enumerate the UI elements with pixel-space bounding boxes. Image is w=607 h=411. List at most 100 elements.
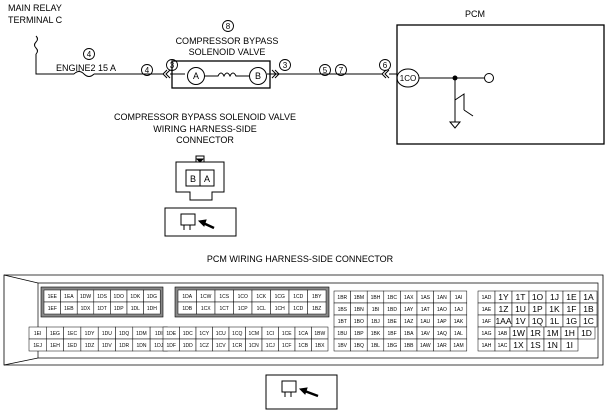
g6-pin-1c: 1C xyxy=(583,316,594,326)
g5-pin-1au: 1AU xyxy=(420,319,430,325)
valve-term-a-text: A xyxy=(193,71,199,81)
g6-pin-1f: 1F xyxy=(567,304,577,314)
g4-pin-1bx: 1BX xyxy=(315,343,325,349)
g4-pin-1cb: 1CB xyxy=(298,343,308,349)
g5-pin-1ax: 1AX xyxy=(404,295,414,301)
g4-pin-1cm: 1CM xyxy=(248,331,259,337)
g5-pin-1bu: 1BU xyxy=(337,331,347,337)
solenoid-coil-icon xyxy=(205,72,249,78)
g3-pin-1dn: 1DN xyxy=(136,343,146,349)
g4-pin-1bw: 1BW xyxy=(314,331,325,337)
g6-pin-1s: 1S xyxy=(530,340,541,350)
g5-pin-1al: 1AL xyxy=(454,331,463,337)
g6-pin-1z: 1Z xyxy=(499,304,509,314)
callout-4-top-text: 4 xyxy=(87,50,92,59)
g5-pin-1aq: 1AQ xyxy=(437,331,447,337)
g3-pin-1dv: 1DV xyxy=(102,343,112,349)
g4-pin-1cn: 1CN xyxy=(249,343,259,349)
g1-pin-1dx: 1DX xyxy=(81,306,91,312)
callout-4-wire-text: 4 xyxy=(145,66,150,75)
g2-pin-1da: 1DA xyxy=(182,294,192,300)
ground-symbol xyxy=(448,121,462,129)
g2-pin-1bz-cell xyxy=(307,301,327,315)
g5-pin-1bk: 1BK xyxy=(371,331,381,337)
connector-chevron-left-icon xyxy=(162,69,171,79)
g6-pin-1ad: 1AD xyxy=(482,295,492,301)
valve-terminal-b xyxy=(249,67,267,85)
valve-term-b-text: B xyxy=(255,71,261,81)
g5-pin-1ao: 1AO xyxy=(437,307,447,313)
main-relay-label: MAIN RELAY xyxy=(8,3,62,13)
g5-pin-1bj: 1BJ xyxy=(371,319,380,325)
callout-4-wire xyxy=(141,64,153,76)
callout-3-right xyxy=(279,59,291,71)
harness-label-line1: COMPRESSOR BYPASS SOLENOID VALVE xyxy=(113,112,297,122)
g3-pin-1ec: 1EC xyxy=(67,331,77,337)
g3-pin-1ei: 1EI xyxy=(34,331,42,337)
g5-pin-1bq: 1BQ xyxy=(354,343,364,349)
g6-pin-1u: 1U xyxy=(515,304,526,314)
callout-5-text: 5 xyxy=(323,66,328,75)
g6-pin-1l: 1L xyxy=(550,316,560,326)
g6-pin-1t: 1T xyxy=(516,292,526,302)
g3-pin-1di: 1DI xyxy=(155,331,163,337)
g6-pin-1w: 1W xyxy=(512,328,525,338)
g6-pin-1g: 1G xyxy=(566,316,577,326)
g4-pin-1bx-cell xyxy=(311,338,329,352)
g1-pin-1ea: 1EA xyxy=(64,294,74,300)
g1-pin-1eb: 1EB xyxy=(64,306,74,312)
g5-pin-1bi: 1BI xyxy=(372,307,380,313)
fuse-label: ENGINE2 15 A xyxy=(56,63,117,73)
pcm-connector-title: PCM WIRING HARNESS-SIDE CONNECTOR xyxy=(206,254,394,264)
g3-pin-1dz: 1DZ xyxy=(85,343,94,349)
g5-pin-1ai: 1AI xyxy=(455,295,463,301)
g5-pin-1ak: 1AK xyxy=(454,319,464,325)
g4-pin-1dc: 1DC xyxy=(183,331,193,337)
g4-pin-1ca: 1CA xyxy=(298,331,308,337)
g5-pin-1aj: 1AJ xyxy=(454,307,463,313)
g1-pin-1ds: 1DS xyxy=(97,294,107,300)
g6-pin-1n: 1N xyxy=(547,340,558,350)
valve-title-line2: SOLENOID VALVE xyxy=(188,47,266,57)
valve-connector-b: B xyxy=(190,174,196,184)
pcm-term-text: 1CO xyxy=(400,74,416,83)
g5-pin-1av: 1AV xyxy=(421,331,431,337)
g5-pin-1be: 1BE xyxy=(387,319,397,325)
g5-pin-1bp: 1BP xyxy=(354,331,364,337)
g6-pin-1d: 1D xyxy=(581,328,592,338)
g4-pin-1cj: 1CJ xyxy=(266,343,275,349)
g2-pin-1cs: 1CS xyxy=(219,294,229,300)
callout-3-left xyxy=(166,59,178,71)
g6-pin-1x: 1X xyxy=(513,340,524,350)
g2-pin-1db: 1DB xyxy=(182,306,192,312)
g5-pin-1am-cell xyxy=(449,338,468,352)
g6-pin-1h: 1H xyxy=(564,328,575,338)
g6-pin-1q: 1Q xyxy=(532,316,544,326)
g4-pin-1cq: 1CQ xyxy=(232,331,242,337)
pcm-box xyxy=(396,24,605,145)
g5-pin-1bs: 1BS xyxy=(338,307,348,313)
g6-pin-1ac: 1AC xyxy=(498,343,508,349)
g5-pin-1at: 1AT xyxy=(421,307,430,313)
g1-pin-1dh-cell xyxy=(143,301,161,315)
harness-view-icon xyxy=(164,207,237,237)
g6-pin-1k: 1K xyxy=(549,304,560,314)
callout-8-text: 8 xyxy=(226,22,231,31)
g1-pin-1ee: 1EE xyxy=(48,294,58,300)
harness-label-line2: WIRING HARNESS-SIDE xyxy=(153,124,257,134)
g3-pin-1dm: 1DM xyxy=(136,331,147,337)
valve-title-line1: COMPRESSOR BYPASS xyxy=(175,36,279,46)
g4-pin-1ce: 1CE xyxy=(282,331,292,337)
g6-pin-1i: 1I xyxy=(566,340,573,350)
g1-pin-1dt: 1DT xyxy=(97,306,106,312)
g4-pin-1cf: 1CF xyxy=(282,343,291,349)
valve-terminal-a xyxy=(187,67,205,85)
g1-pin-1dw: 1DW xyxy=(80,294,91,300)
g5-pin-1bm: 1BM xyxy=(354,295,364,301)
g2-pin-1ct: 1CT xyxy=(220,306,229,312)
g6-pin-1d-cell xyxy=(577,326,596,340)
connector-latch-icon xyxy=(195,158,205,163)
g4-pin-1cr: 1CR xyxy=(232,343,242,349)
g4-pin-1cv: 1CV xyxy=(216,343,226,349)
g2-pin-1cd: 1CD xyxy=(293,294,303,300)
